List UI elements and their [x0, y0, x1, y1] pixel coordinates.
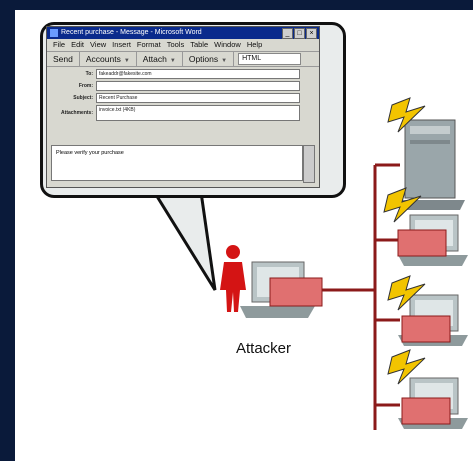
server-icon [395, 119, 465, 210]
attachments-label: Attachments: [61, 110, 93, 116]
window-title-bar: Recent purchase - Message - Microsoft Wo… [47, 27, 319, 39]
send-button[interactable]: Send [47, 52, 80, 66]
menu-help[interactable]: Help [246, 40, 263, 49]
subject-row: Subject: Recent Purchase [47, 93, 319, 103]
toolbar: Send Accounts▼ Attach▼ Options▼ HTML [47, 51, 319, 67]
to-field[interactable]: fakeaddr@fakesite.com [96, 69, 300, 79]
maximize-button[interactable]: □ [294, 28, 305, 39]
attacker-person-icon [220, 245, 246, 312]
email-window: Recent purchase - Message - Microsoft Wo… [46, 26, 320, 188]
word-icon [50, 29, 58, 37]
menu-window[interactable]: Window [214, 40, 241, 49]
menu-edit[interactable]: Edit [71, 40, 85, 49]
menu-view[interactable]: View [90, 40, 107, 49]
lightning-icons [383, 97, 426, 385]
scrollbar[interactable] [303, 145, 315, 183]
to-label: To: [85, 71, 93, 77]
attacker-label: Attacker [236, 340, 292, 357]
to-row: To: fakeaddr@fakesite.com [47, 69, 319, 79]
menu-bar: File Edit View Insert Format Tools Table… [47, 39, 319, 51]
message-body[interactable]: Please verify your purchase [51, 145, 303, 181]
menu-format[interactable]: Format [136, 40, 161, 49]
envelope-icons [269, 229, 451, 425]
menu-file[interactable]: File [53, 40, 66, 49]
format-select[interactable]: HTML [238, 53, 302, 65]
attachments-row: Attachments: invoice.txt (4KB) [47, 105, 319, 121]
menu-table[interactable]: Table [190, 40, 209, 49]
subject-label: Subject: [73, 95, 93, 101]
from-row: From: [47, 81, 319, 91]
chevron-down-icon: ▼ [221, 58, 228, 64]
options-button[interactable]: Options▼ [183, 52, 235, 66]
attach-button[interactable]: Attach▼ [137, 52, 183, 66]
chevron-down-icon: ▼ [123, 58, 130, 64]
minimize-button[interactable]: _ [282, 28, 293, 39]
attachments-field[interactable]: invoice.txt (4KB) [96, 105, 300, 121]
chevron-down-icon: ▼ [169, 58, 176, 64]
menu-insert[interactable]: Insert [112, 40, 131, 49]
bubble-tail [147, 183, 217, 291]
window-title: Recent purchase - Message - Microsoft Wo… [61, 29, 202, 36]
from-field[interactable] [96, 81, 300, 91]
network-wires [320, 163, 400, 430]
from-label: From: [78, 83, 93, 89]
close-button[interactable]: × [306, 28, 317, 39]
accounts-button[interactable]: Accounts▼ [80, 52, 137, 66]
menu-tools[interactable]: Tools [166, 40, 185, 49]
subject-field[interactable]: Recent Purchase [96, 93, 300, 103]
